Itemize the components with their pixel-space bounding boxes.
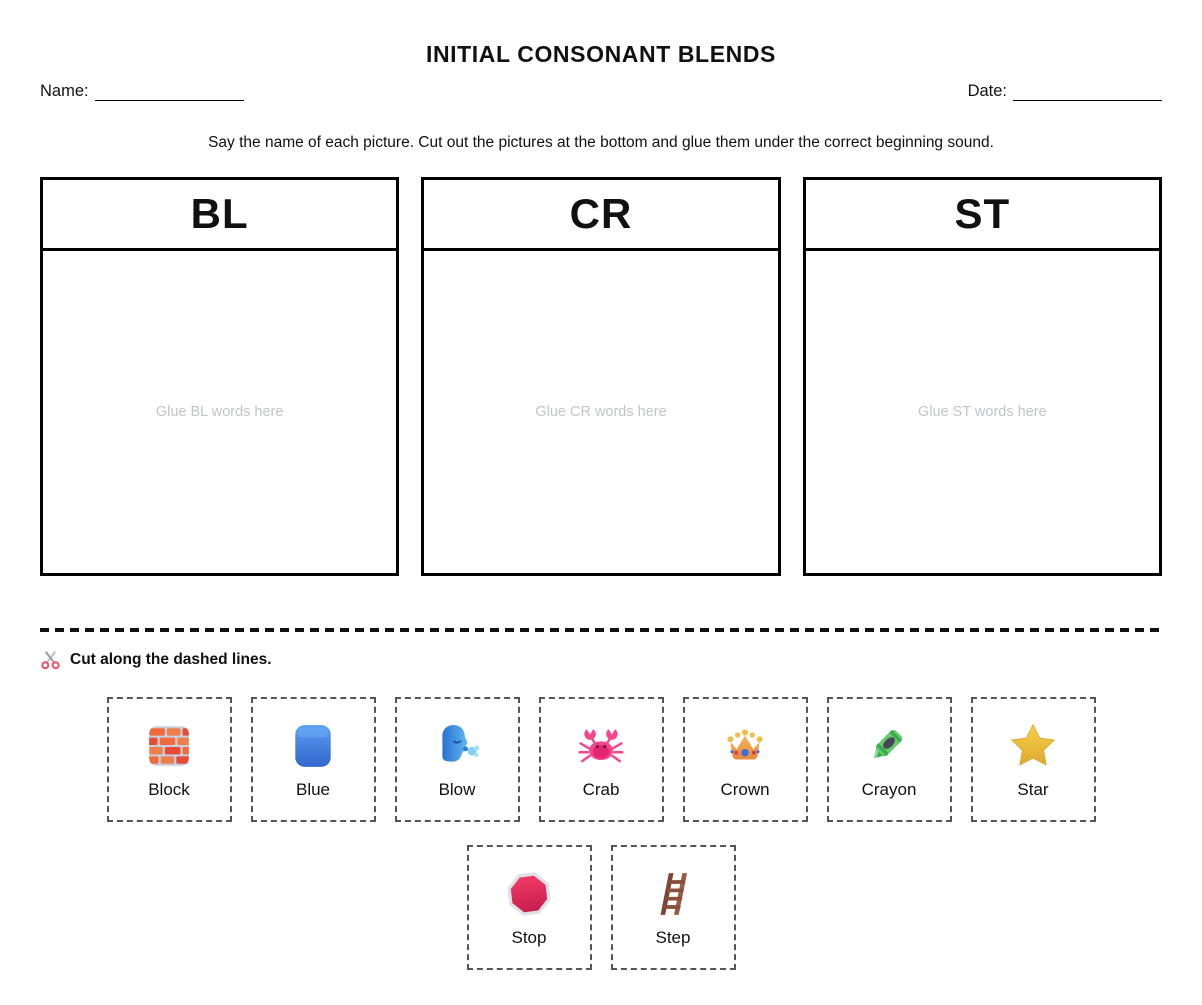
- crab-icon: [576, 721, 626, 771]
- card-star[interactable]: Star: [970, 697, 1096, 822]
- card-label: Crab: [582, 780, 620, 799]
- glue-placeholder-cr: Glue CR words here: [535, 404, 667, 420]
- card-label: Crayon: [861, 780, 917, 799]
- date-field: Date:: [968, 82, 1162, 101]
- brick-icon: [144, 721, 194, 771]
- glue-placeholder-bl: Glue BL words here: [155, 404, 284, 420]
- sort-box-cr-dropzone[interactable]: Glue CR words here: [424, 251, 777, 573]
- card-label: Blue: [295, 780, 331, 799]
- card-step[interactable]: Step: [610, 845, 736, 970]
- name-label: Name:: [40, 82, 89, 100]
- star-icon: [1008, 721, 1058, 771]
- name-field: Name:: [40, 82, 244, 101]
- sort-box-cr: CR Glue CR words here: [421, 177, 781, 576]
- cards-row-1: Block Blue: [40, 697, 1162, 822]
- sort-box-cr-header: CR: [424, 180, 778, 251]
- page-title: INITIAL CONSONANT BLENDS: [425, 41, 777, 67]
- sort-box-st-header: ST: [805, 180, 1159, 251]
- ladder-icon: [648, 869, 698, 919]
- sort-box-bl: BL Glue BL words here: [40, 177, 400, 576]
- cards-row-2: Stop Step: [40, 845, 1162, 970]
- date-input-line[interactable]: [1013, 83, 1162, 101]
- card-block[interactable]: Block: [106, 697, 232, 822]
- cut-dashed-line: [40, 628, 1162, 632]
- stop-sign-icon: [504, 869, 554, 919]
- card-label: Block: [148, 780, 190, 799]
- cut-instruction-text: Cut along the dashed lines.: [70, 650, 272, 668]
- card-label: Crown: [720, 780, 770, 799]
- card-blue[interactable]: Blue: [250, 697, 376, 822]
- card-label: Stop: [511, 928, 547, 947]
- crown-icon: [720, 721, 770, 771]
- date-label: Date:: [967, 82, 1007, 100]
- sort-box-st: ST Glue ST words here: [802, 177, 1162, 576]
- card-blow[interactable]: Blow: [394, 697, 520, 822]
- card-label: Step: [655, 928, 691, 947]
- sort-box-st-dropzone[interactable]: Glue ST words here: [806, 251, 1159, 573]
- card-label: Star: [1017, 780, 1049, 799]
- name-date-row: Name: Date:: [40, 82, 1162, 101]
- sort-box-bl-header: BL: [43, 180, 397, 251]
- cut-instruction-row: Cut along the dashed lines.: [40, 649, 1162, 670]
- blowing-face-icon: [432, 721, 482, 771]
- glue-placeholder-st: Glue ST words here: [917, 404, 1047, 420]
- crayon-icon: [864, 721, 914, 771]
- sort-boxes-row: BL Glue BL words here CR Glue CR words h…: [40, 177, 1162, 576]
- card-crown[interactable]: Crown: [682, 697, 808, 822]
- card-crayon[interactable]: Crayon: [826, 697, 952, 822]
- card-label: Blow: [438, 780, 476, 799]
- worksheet-page: INITIAL CONSONANT BLENDS Name: Date: Say…: [40, 41, 1162, 970]
- card-crab[interactable]: Crab: [538, 697, 664, 822]
- name-input-line[interactable]: [94, 83, 244, 101]
- blue-square-icon: [288, 721, 338, 771]
- scissors-icon: [40, 649, 61, 670]
- instructions-text: Say the name of each picture. Cut out th…: [208, 134, 994, 151]
- card-stop[interactable]: Stop: [466, 845, 592, 970]
- sort-box-bl-dropzone[interactable]: Glue BL words here: [43, 251, 396, 573]
